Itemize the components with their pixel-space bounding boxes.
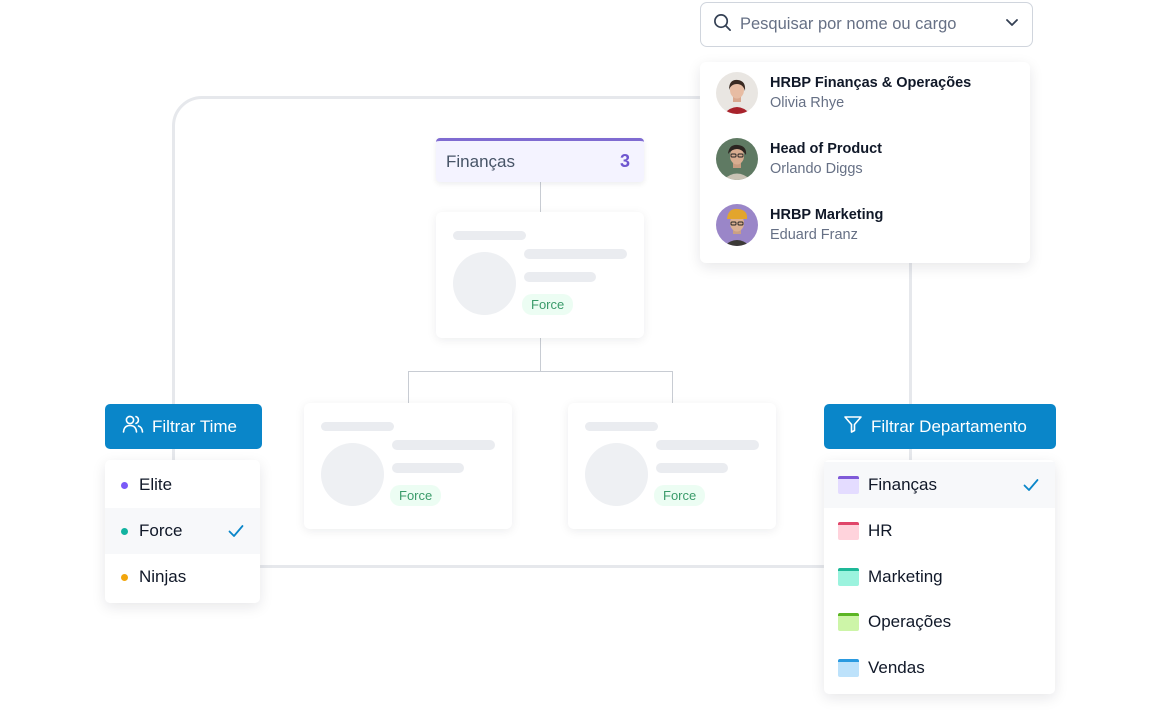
team-option-label: Elite [139,475,173,494]
department-option-financas[interactable]: Finanças [824,462,1055,508]
search-results-dropdown: HRBP Finanças & Operações Olivia Rhye He… [700,62,1030,263]
skeleton-line [524,249,627,259]
department-option-vendas[interactable]: Vendas [824,645,1055,691]
check-icon [1022,476,1040,499]
skeleton-line [321,422,394,431]
team-option-label: Ninjas [139,567,187,586]
department-option-label: Finanças [868,475,937,494]
connector-line [540,338,541,372]
result-name: Orlando Diggs [770,160,863,177]
team-option-label: Force [139,521,183,540]
chart-canvas-frame [172,96,912,568]
avatar [716,138,758,180]
avatar [716,72,758,114]
team-color-dot [121,481,128,489]
avatar-placeholder [585,443,648,506]
team-option-ninjas[interactable]: Ninjas [105,554,260,600]
search-input[interactable] [740,15,1004,34]
department-name: Finanças [446,151,515,171]
department-color-swatch [838,476,859,494]
department-option-label: HR [868,521,893,540]
team-filter-menu: Elite Force Ninjas [105,460,260,603]
employee-card-skeleton[interactable]: Force [304,403,512,529]
search-result-item[interactable]: HRBP Marketing Eduard Franz [700,195,1030,255]
search-field[interactable] [700,2,1033,47]
department-option-hr[interactable]: HR [824,508,1055,554]
team-option-force[interactable]: Force [105,508,260,554]
filter-icon [843,414,871,439]
chevron-down-icon[interactable] [1004,14,1020,35]
team-color-dot [121,527,128,535]
employee-card-skeleton[interactable]: Force [436,212,644,338]
team-color-dot [121,573,128,581]
skeleton-line [585,422,658,431]
check-icon [227,522,245,545]
department-option-label: Marketing [868,567,943,586]
team-tag: Force [390,485,442,506]
filter-team-label: Filtrar Time [152,416,237,436]
department-color-swatch [838,568,859,586]
department-filter-menu: Finanças HR Marketing Operações Vendas [824,460,1055,694]
department-option-marketing[interactable]: Marketing [824,554,1055,600]
skeleton-line [392,463,464,473]
avatar [716,204,758,246]
avatar-placeholder [321,443,384,506]
connector-line [672,371,673,403]
avatar-placeholder [453,252,516,315]
result-name: Olivia Rhye [770,94,845,111]
connector-line [540,182,541,212]
team-tag: Force [654,485,706,506]
result-role: Head of Product [770,140,882,157]
department-option-label: Operações [868,612,952,631]
skeleton-line [656,463,728,473]
department-color-swatch [838,522,859,540]
team-tag: Force [522,294,574,315]
users-icon [122,414,152,439]
employee-card-skeleton[interactable]: Force [568,403,776,529]
department-color-swatch [838,659,859,677]
search-result-item[interactable]: HRBP Finanças & Operações Olivia Rhye [700,63,1030,123]
search-icon [713,13,732,37]
result-role: HRBP Finanças & Operações [770,74,972,91]
result-name: Eduard Franz [770,226,858,243]
department-color-swatch [838,613,859,631]
filter-team-button[interactable]: Filtrar Time [105,404,262,449]
skeleton-line [524,272,596,282]
connector-line [408,371,409,403]
filter-department-label: Filtrar Departamento [871,416,1027,436]
result-role: HRBP Marketing [770,206,884,223]
skeleton-line [392,440,495,450]
skeleton-line [656,440,759,450]
connector-line [408,371,673,372]
department-header[interactable]: Finanças 3 [436,138,644,182]
filter-department-button[interactable]: Filtrar Departamento [824,404,1056,449]
team-option-elite[interactable]: Elite [105,462,260,508]
department-option-label: Vendas [868,658,925,677]
department-count: 3 [619,151,630,171]
skeleton-line [453,231,526,240]
department-option-operacoes[interactable]: Operações [824,599,1055,645]
search-result-item[interactable]: Head of Product Orlando Diggs [700,129,1030,189]
